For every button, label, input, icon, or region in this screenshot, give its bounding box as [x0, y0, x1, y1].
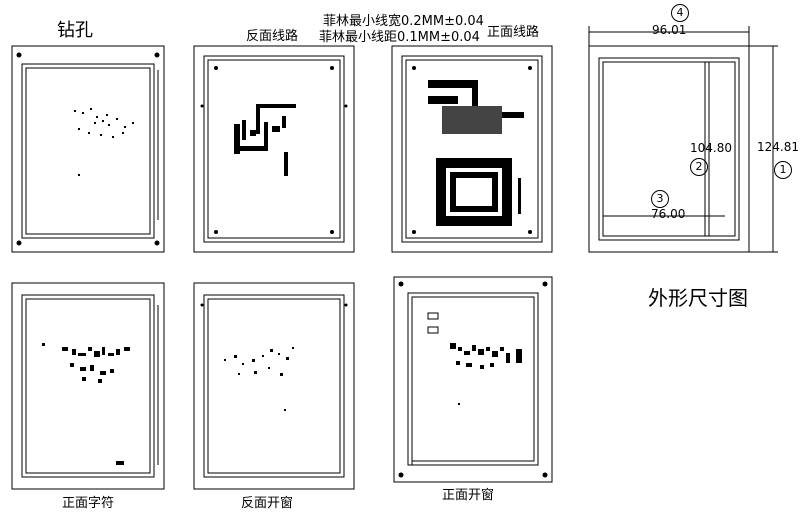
label-spec-min-spacing: 菲林最小线距0.1MM±0.04: [319, 30, 480, 45]
marker-2: 2: [690, 158, 708, 176]
board-drill: [11, 45, 165, 253]
label-spec-min-width: 菲林最小线宽0.2MM±0.04: [323, 14, 484, 29]
board-back-mask: [193, 282, 355, 490]
board-front-traces: [391, 45, 553, 253]
label-front-mask: 正面开窗: [442, 488, 495, 503]
dim-width-bottom: 76.00: [651, 207, 686, 221]
board-back-traces: [193, 45, 355, 253]
label-back-traces: 反面线路: [246, 29, 299, 44]
board-front-mask: [393, 276, 553, 483]
label-front-traces: 正面线路: [487, 25, 540, 40]
marker-3: 3: [651, 190, 669, 208]
board-front-silk: [11, 282, 165, 490]
label-outline-title: 外形尺寸图: [648, 286, 748, 310]
label-back-mask: 反面开窗: [241, 496, 294, 511]
dim-height-inner: 104.80: [690, 141, 732, 155]
label-front-silk: 正面字符: [62, 496, 115, 511]
dim-height-outer: 124.81: [757, 140, 799, 154]
marker-4: 4: [671, 4, 689, 22]
marker-1: 1: [774, 161, 792, 179]
dim-width-top: 96.01: [652, 23, 687, 37]
label-drill: 钻孔: [57, 20, 93, 41]
board-outline: [588, 45, 750, 253]
